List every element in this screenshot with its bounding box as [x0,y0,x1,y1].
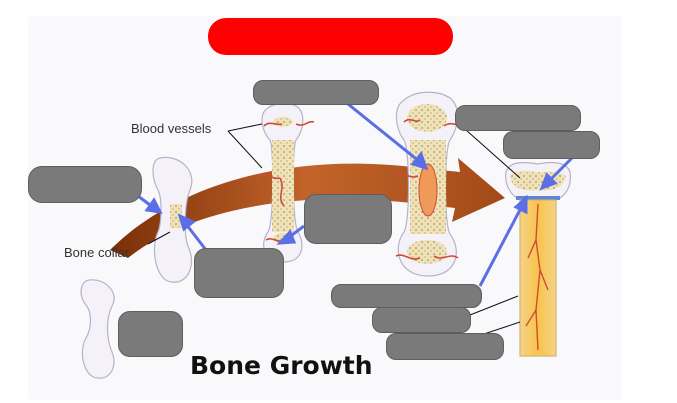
stage5-marrow-shaft [520,200,556,356]
stage3-spongy-core [272,140,294,232]
hidden-label-6[interactable] [194,248,284,298]
label-bone-collar: Bone collar [64,245,129,260]
hidden-label-3[interactable] [503,131,600,159]
hidden-label-7[interactable] [331,284,482,308]
title-banner [208,18,453,55]
hidden-label-4[interactable] [28,166,142,203]
hidden-label-10[interactable] [386,333,504,360]
hidden-label-2[interactable] [455,105,581,131]
hidden-label-5[interactable] [304,194,392,244]
stage4-upper-center [407,104,447,132]
diagram-title: Bone Growth [190,351,373,380]
hidden-label-8[interactable] [372,307,471,333]
hidden-label-9[interactable] [118,311,183,357]
hidden-label-1[interactable] [253,80,379,105]
stage4-lower-center [407,240,447,264]
label-blood-vessels: Blood vessels [131,121,211,136]
stage3-upper-center [273,117,293,127]
stage4-marrow-cavity [419,164,437,216]
